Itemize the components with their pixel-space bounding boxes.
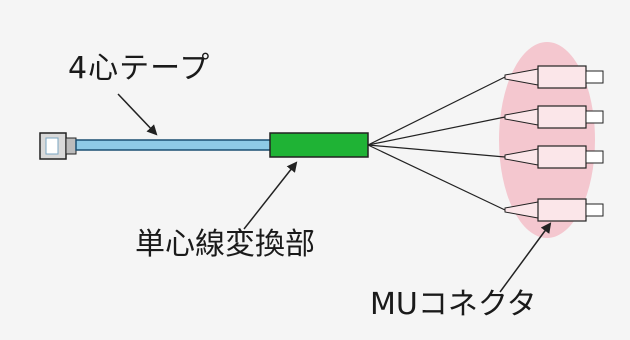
converter-label: 単心線変換部 <box>135 227 315 262</box>
arrow-converter <box>243 161 298 230</box>
arrow-connector <box>499 222 552 293</box>
connector-label: MUコネクタ <box>370 287 537 322</box>
mu-connector-3 <box>504 145 604 169</box>
tape-end-ferrule <box>39 132 77 160</box>
mu-connector-2 <box>504 105 604 129</box>
tape-label: 4心テープ <box>68 51 211 86</box>
tape-fiber <box>75 139 273 151</box>
converter-block <box>269 132 369 158</box>
mu-connector-4 <box>504 198 604 222</box>
mu-connector-1 <box>504 65 604 89</box>
fanout-lines <box>367 76 506 211</box>
connector-highlight-ellipse <box>499 42 595 238</box>
arrow-tape <box>117 93 158 136</box>
